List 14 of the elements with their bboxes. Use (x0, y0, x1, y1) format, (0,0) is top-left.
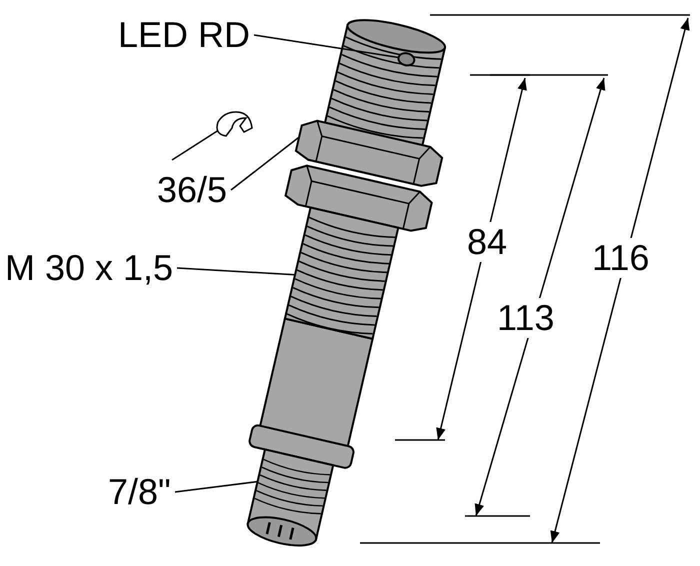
leader-line (254, 34, 399, 58)
leader-line (176, 267, 296, 276)
leader-line (230, 136, 300, 191)
leader-line (174, 480, 258, 493)
callout-label: LED RD (118, 15, 250, 55)
led-indicator (397, 52, 416, 66)
dimension-label: 113 (497, 298, 554, 338)
callout-label: M 30 x 1,5 (5, 248, 174, 288)
dimension-label: 84 (467, 222, 508, 262)
connector-plug (246, 448, 334, 546)
hex-nut (284, 120, 444, 232)
dimension-label: 116 (592, 238, 650, 278)
callout-label: 36/5 (157, 170, 228, 210)
callout-label: 7/8" (108, 472, 171, 512)
